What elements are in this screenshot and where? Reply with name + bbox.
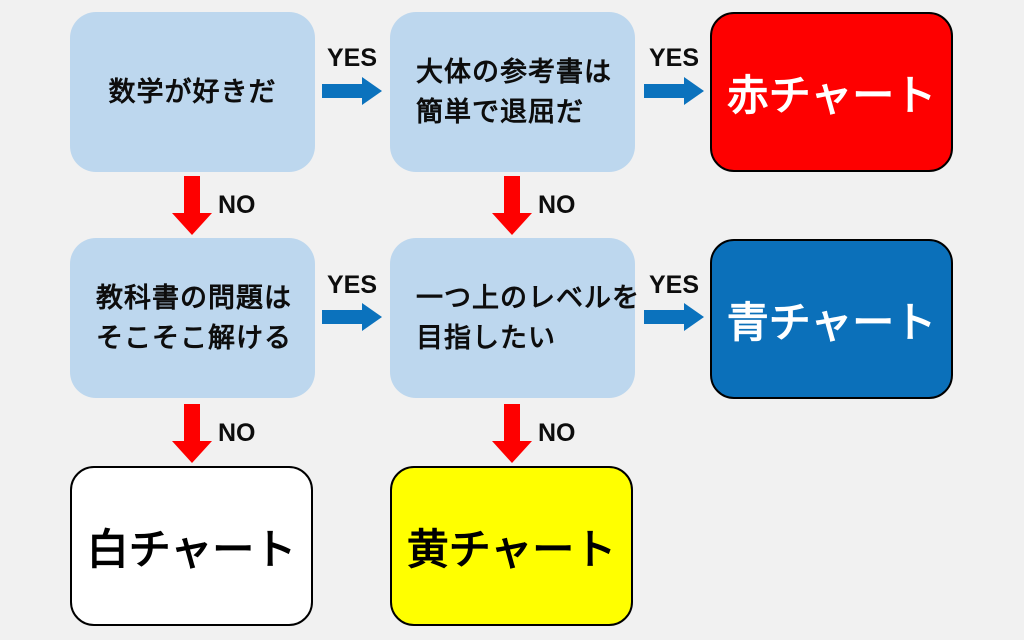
node-aim-one-level-higher-line2: 目指したい [416, 323, 556, 353]
yes-arrow-icon [644, 303, 704, 331]
yes-arrow-icon [322, 303, 382, 331]
node-aim-one-level-higher: 一つ上のレベルを 目指したい [390, 238, 640, 398]
node-yellow-chart-label: 黄チャート [406, 525, 617, 573]
node-likes-math-label: 数学が好きだ [108, 77, 277, 107]
no-arrow-icon [492, 176, 532, 235]
no-arrow-icon [172, 176, 212, 235]
node-likes-math: 数学が好きだ [70, 12, 315, 172]
no-label: NO [538, 419, 576, 447]
node-blue-chart: 青チャート [710, 239, 953, 399]
node-textbook-problems-solvable-line1: 教科書の問題は [96, 283, 292, 313]
yes-label: YES [326, 44, 378, 72]
node-reference-books-boring: 大体の参考書は 簡単で退屈だ [390, 12, 635, 172]
node-aim-one-level-higher-line1: 一つ上のレベルを [416, 283, 640, 313]
yes-label: YES [326, 271, 378, 299]
node-red-chart: 赤チャート [710, 12, 953, 172]
node-reference-books-boring-line2: 簡単で退屈だ [416, 97, 584, 127]
no-label: NO [538, 191, 576, 219]
no-arrow-icon [172, 404, 212, 463]
node-white-chart: 白チャート [70, 466, 313, 626]
node-textbook-problems-solvable: 教科書の問題は そこそこ解ける [70, 238, 315, 398]
yes-arrow-icon [322, 77, 382, 105]
yes-arrow-icon [644, 77, 704, 105]
node-blue-chart-label: 青チャート [726, 298, 937, 346]
node-white-chart-label: 白チャート [86, 525, 297, 573]
node-reference-books-boring-line1: 大体の参考書は [416, 57, 612, 87]
node-textbook-problems-solvable-line2: そこそこ解ける [96, 323, 292, 353]
no-label: NO [218, 419, 256, 447]
yes-label: YES [648, 271, 700, 299]
no-arrow-icon [492, 404, 532, 463]
no-label: NO [218, 191, 256, 219]
node-red-chart-label: 赤チャート [726, 71, 937, 119]
node-yellow-chart: 黄チャート [390, 466, 633, 626]
yes-label: YES [648, 44, 700, 72]
